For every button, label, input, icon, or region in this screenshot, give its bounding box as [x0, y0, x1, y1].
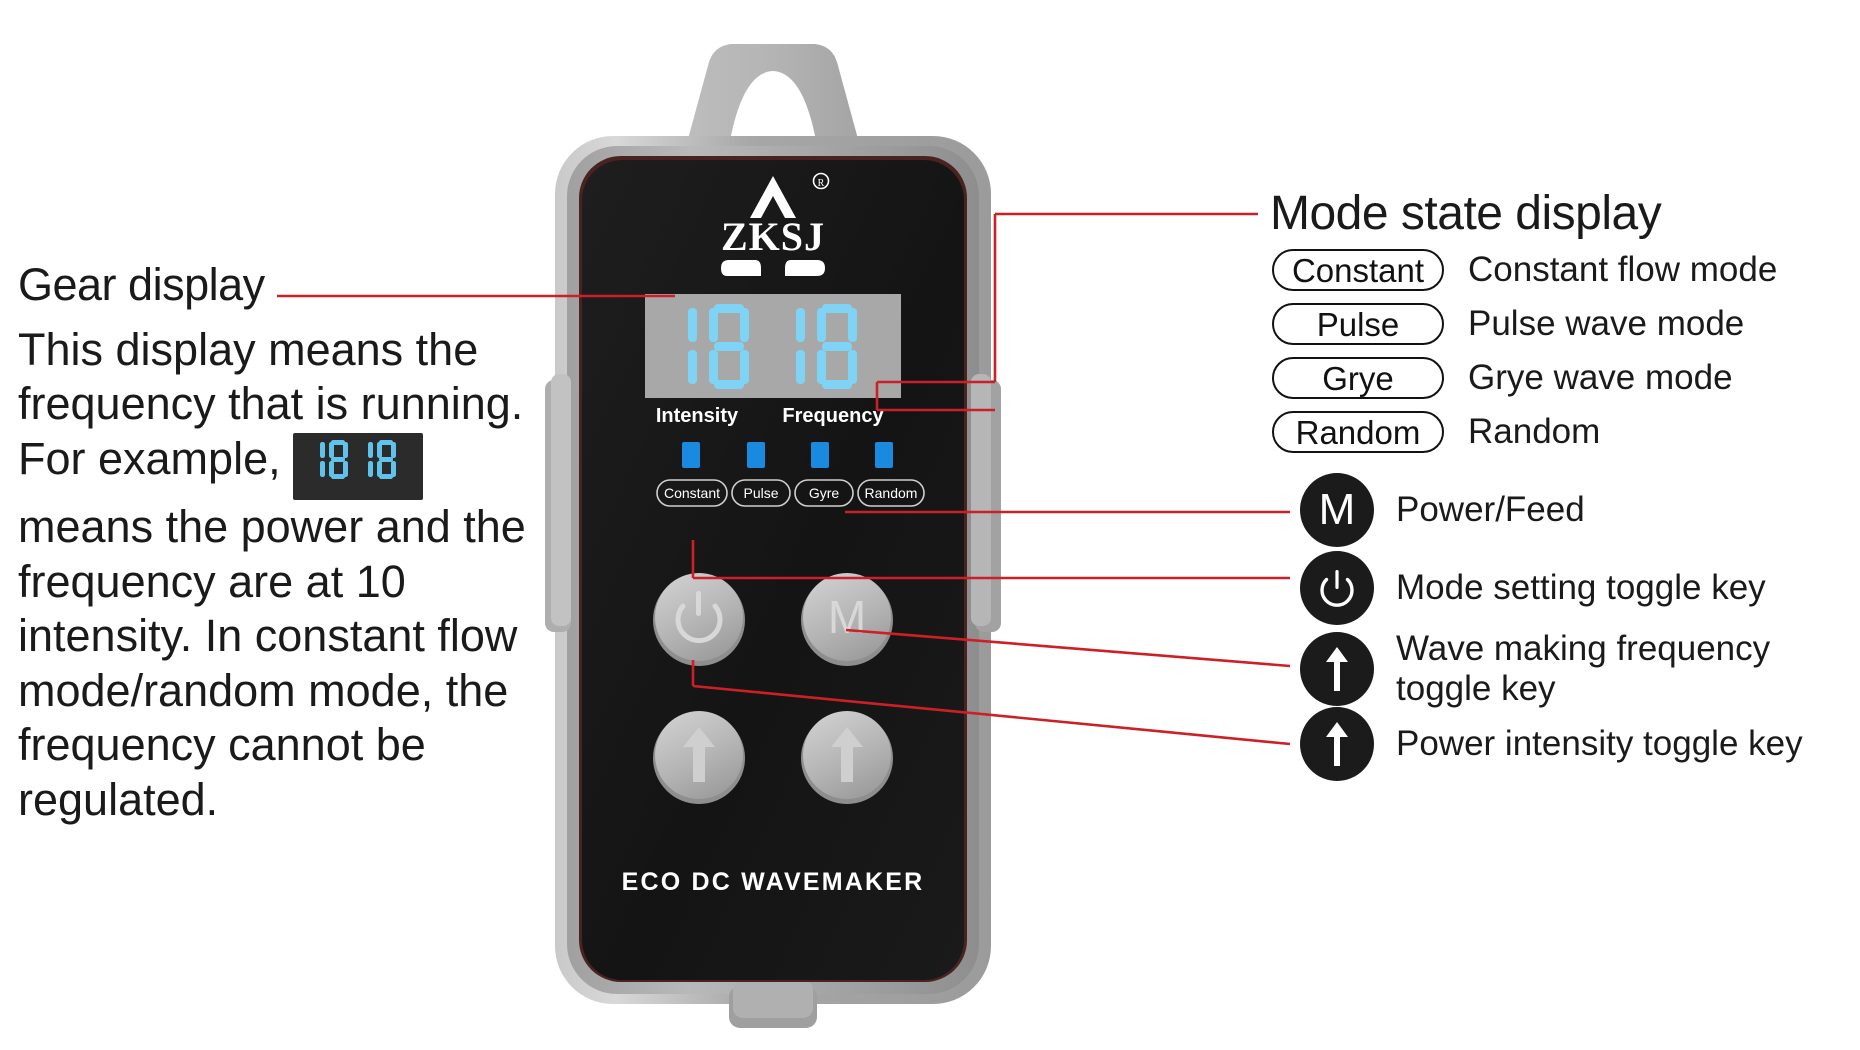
power-icon	[1300, 551, 1374, 625]
wavemaker-controller-device: R ZKSJ	[533, 28, 1013, 1028]
legend-desc-mode-setting: Mode setting toggle key	[1396, 568, 1766, 608]
pill-constant: Constant	[1272, 249, 1444, 291]
gear-display-annotation: Gear display This display means the freq…	[18, 262, 538, 827]
gear-display-paragraph: This display means the frequency that is…	[18, 323, 538, 827]
svg-text:Random: Random	[865, 485, 918, 501]
mode-state-display-title: Mode state display	[1270, 187, 1662, 240]
legend-desc-power-intensity: Power intensity toggle key	[1396, 724, 1803, 764]
legend-row-grye: Grye Grye wave mode	[1272, 357, 1733, 399]
svg-text:Intensity: Intensity	[656, 405, 739, 427]
legend-row-wave-frequency: Wave making frequency toggle key	[1300, 629, 1770, 709]
arrow-up-icon	[1300, 707, 1374, 781]
legend-desc-random: Random	[1468, 411, 1601, 451]
svg-text:Gyre: Gyre	[809, 485, 840, 501]
svg-text:Frequency: Frequency	[782, 405, 884, 427]
legend-row-mode-setting: Mode setting toggle key	[1300, 551, 1766, 625]
legend-desc-wave-frequency-line1: Wave making frequency	[1396, 629, 1771, 668]
legend-desc-wave-frequency: Wave making frequency toggle key	[1396, 629, 1770, 709]
legend-desc-constant: Constant flow mode	[1468, 249, 1778, 289]
svg-text:Pulse: Pulse	[743, 485, 778, 501]
paragraph-text-after: means the power and the frequency are at…	[18, 501, 526, 825]
svg-text:R: R	[818, 178, 825, 189]
inline-lcd-example	[293, 432, 424, 501]
legend-row-power-intensity: Power intensity toggle key	[1300, 707, 1803, 781]
legend-desc-grye: Grye wave mode	[1468, 357, 1733, 397]
inline-lcd-digits	[306, 438, 410, 482]
pill-random: Random	[1272, 411, 1444, 453]
gear-display-title: Gear display	[18, 259, 265, 310]
legend-row-pulse: Pulse Pulse wave mode	[1272, 303, 1744, 345]
svg-text:ZKSJ: ZKSJ	[721, 214, 825, 259]
legend-row-power-feed: M Power/Feed	[1300, 473, 1585, 547]
pill-grye: Grye	[1272, 357, 1444, 399]
svg-text:ECO DC WAVEMAKER: ECO DC WAVEMAKER	[622, 868, 925, 896]
pill-pulse: Pulse	[1272, 303, 1444, 345]
legend-desc-power-feed: Power/Feed	[1396, 490, 1585, 530]
arrow-up-icon	[1300, 631, 1374, 706]
svg-text:M: M	[828, 591, 866, 643]
legend-row-random: Random Random	[1272, 411, 1600, 453]
m-letter-icon: M	[1300, 473, 1374, 547]
svg-text:Constant: Constant	[664, 485, 720, 501]
legend-desc-wave-frequency-line2: toggle key	[1396, 668, 1556, 708]
legend-row-constant: Constant Constant flow mode	[1272, 249, 1777, 291]
paragraph-text-before: This display means the frequency that is…	[18, 324, 524, 484]
legend-desc-pulse: Pulse wave mode	[1468, 303, 1745, 343]
m-letter-glyph: M	[1318, 485, 1356, 534]
